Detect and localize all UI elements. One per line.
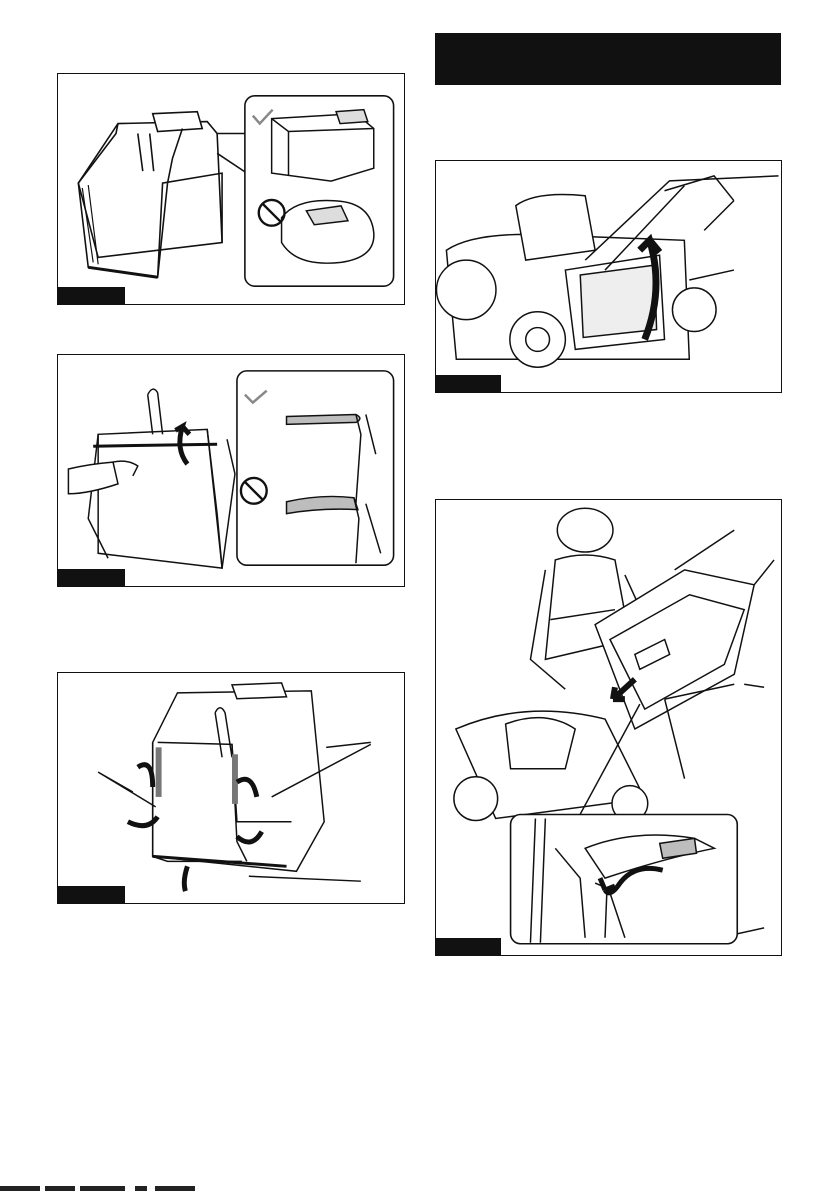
figure-number-tab <box>57 287 125 305</box>
figure-basket-rod <box>57 354 405 587</box>
footer-marks <box>0 1186 840 1192</box>
figure-lift-flap <box>435 160 782 393</box>
figure-number-tab <box>435 375 501 393</box>
figure-number-tab <box>57 569 125 587</box>
section-header-bar <box>435 33 781 85</box>
inset-frame <box>237 371 394 565</box>
figure-number-tab <box>435 938 501 956</box>
figure-basket-clips <box>57 672 405 904</box>
lift-flap-illustration <box>436 161 781 392</box>
attach-basket-illustration <box>436 500 781 955</box>
figure-basket-cover <box>57 73 405 305</box>
clip-left-upper <box>156 747 162 797</box>
figure-number-tab <box>57 886 125 904</box>
figure-attach-basket <box>435 499 782 956</box>
basket-cover-illustration <box>58 74 404 304</box>
basket-clips-illustration <box>58 673 404 903</box>
basket-rod-illustration <box>58 355 404 586</box>
